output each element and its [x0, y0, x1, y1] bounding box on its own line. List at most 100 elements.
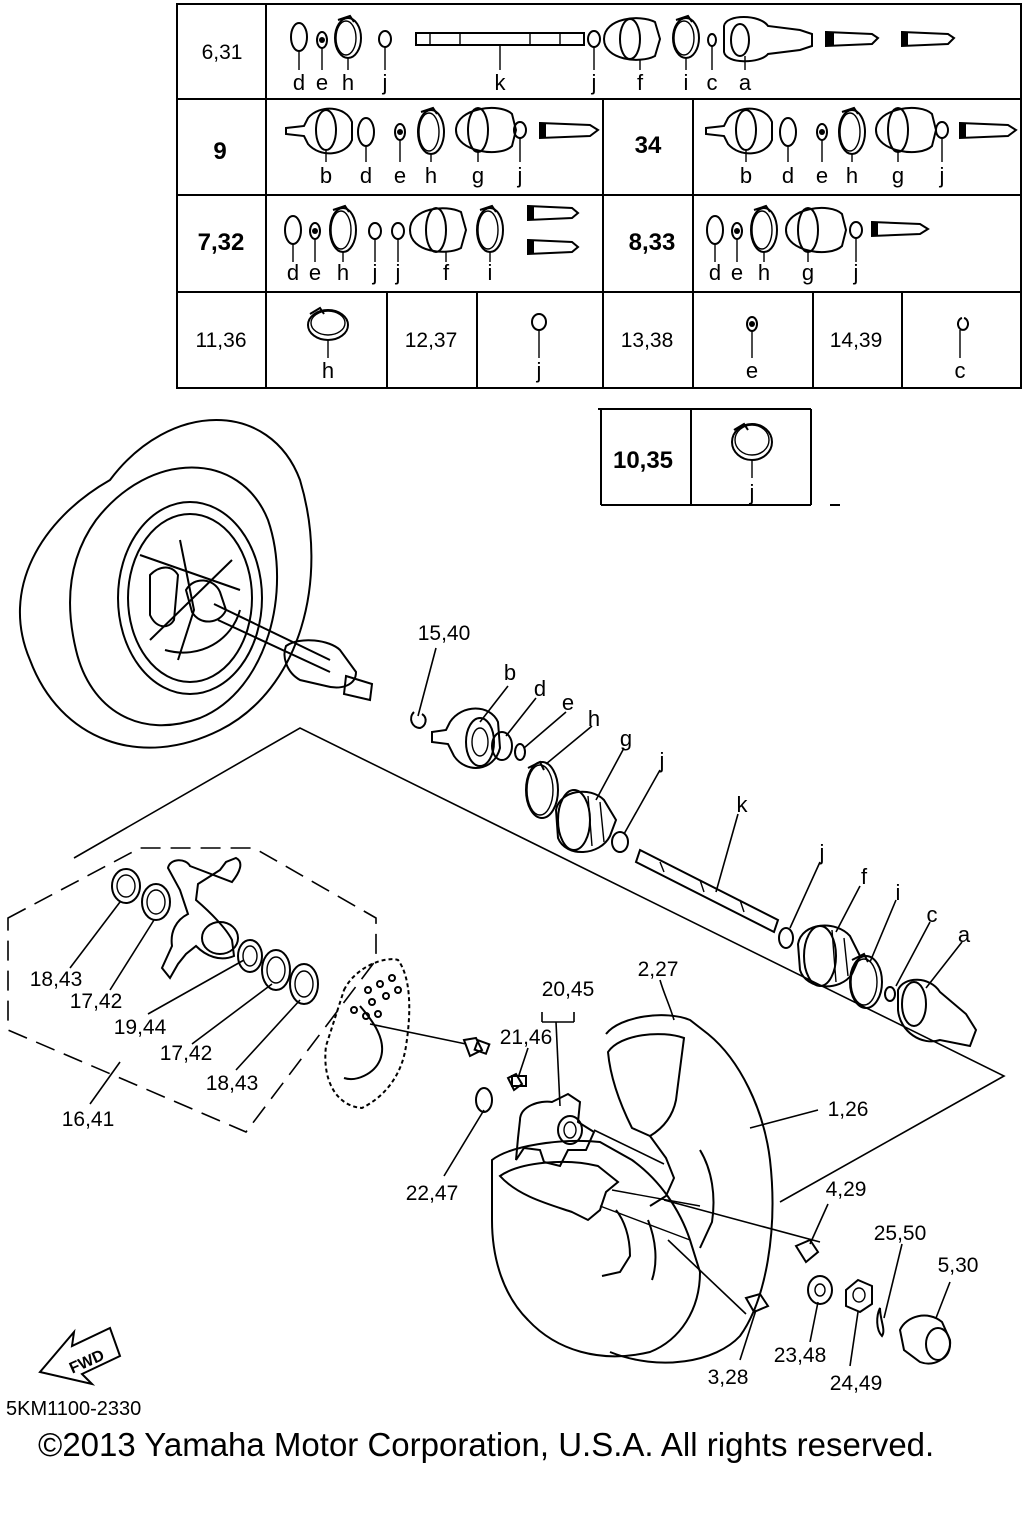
row2-left-part-icons: [285, 106, 600, 162]
kit-ref-row1: 6,31: [202, 41, 243, 64]
kit-letter: h: [425, 163, 437, 188]
callout-c: c: [927, 902, 938, 927]
callout-labels: 15,40 b d e h g j k j f i c a 18,43 17,4…: [30, 622, 979, 1395]
callout-25-50: 25,50: [874, 1222, 927, 1245]
kit-ref-row3-left: 7,32: [198, 229, 245, 256]
kit-letter: j: [382, 70, 388, 95]
kit-letter: d: [709, 260, 721, 285]
wheel-hardware: [744, 1238, 952, 1365]
kit-letter: e: [746, 358, 758, 383]
kit-ref-row2-left: 9: [213, 138, 226, 165]
callout-17-42: 17,42: [70, 990, 123, 1013]
callout-4-29: 4,29: [826, 1178, 867, 1201]
kit-ref: 11,36: [196, 329, 247, 352]
callout-e: e: [562, 690, 574, 715]
assembled-wheel-view: [19, 419, 374, 749]
kit-letter: j: [517, 163, 523, 188]
callout-1-26: 1,26: [828, 1098, 869, 1121]
callout-24-49: 24,49: [830, 1372, 883, 1395]
kit-letter: d: [287, 260, 299, 285]
callout-20-45: 20,45: [542, 978, 595, 1001]
kit-letter: b: [320, 163, 332, 188]
knuckle-group: [7, 847, 377, 1133]
callout-h: h: [588, 706, 600, 731]
kit-letter: j: [939, 163, 945, 188]
kit-letter: d: [360, 163, 372, 188]
kit-letter: j: [372, 260, 378, 285]
kit-letter: e: [309, 260, 321, 285]
callout-d: d: [534, 676, 546, 701]
callout-j: j: [659, 748, 665, 773]
parts-kit-table: [176, 3, 1022, 389]
wheel-rim: [491, 1014, 821, 1364]
callout-b: b: [504, 660, 516, 685]
diagram-code: 5KM1100-2330: [6, 1398, 142, 1420]
copyright-notice: ©2013 Yamaha Motor Corporation, U.S.A. A…: [38, 1426, 935, 1463]
row1-part-icons: [290, 14, 956, 70]
callout-i: i: [896, 880, 901, 905]
kit-letter: d: [782, 163, 794, 188]
kit-letter: e: [731, 260, 743, 285]
callout-19-44: 19,44: [114, 1016, 167, 1039]
kit-letter: k: [495, 70, 507, 95]
kit-letter: j: [591, 70, 597, 95]
kit-letter: c: [707, 70, 718, 95]
callout-5-30: 5,30: [938, 1254, 979, 1277]
callout-16-41: 16,41: [62, 1108, 115, 1131]
callout-j: j: [819, 840, 825, 865]
leader-lines: [69, 647, 963, 1367]
kit-letter: g: [472, 163, 484, 188]
wheel-hub: [475, 1072, 665, 1168]
kit-ref-row2-right: 34: [635, 132, 662, 159]
kit-letter: a: [739, 70, 752, 95]
callout-k: k: [737, 792, 749, 817]
kit-ref: 13,38: [621, 329, 674, 352]
table-text: 6,31 d e h j k j f i c a 9 b d e h g j 3…: [196, 41, 966, 505]
kit-ref: 12,37: [405, 329, 458, 352]
kit-letter: d: [293, 70, 305, 95]
kit-letter: i: [488, 260, 493, 285]
callout-18-43: 18,43: [206, 1072, 259, 1095]
fwd-arrow-icon: FWD: [38, 1326, 122, 1386]
kit-letter: j: [536, 358, 542, 383]
kit-letter: c: [955, 358, 966, 383]
kit-letter: j: [395, 260, 401, 285]
kit-letter: h: [758, 260, 770, 285]
callout-22-47: 22,47: [406, 1182, 459, 1205]
kit-letter: j: [749, 480, 755, 505]
kit-letter: e: [816, 163, 828, 188]
kit-letter: f: [637, 70, 644, 95]
callout-g: g: [620, 726, 632, 751]
kit-letter: e: [394, 163, 406, 188]
callout-15-40: 15,40: [418, 622, 471, 645]
row3-left-part-icons: [284, 204, 580, 262]
callout-23-48: 23,48: [774, 1344, 827, 1367]
kit-letter: h: [846, 163, 858, 188]
row2-right-part-icons: [705, 106, 1018, 162]
callout-21-46: 21,46: [500, 1026, 553, 1049]
callout-2-27: 2,27: [638, 958, 679, 981]
kit-ref: 14,39: [830, 329, 883, 352]
kit-letter: h: [342, 70, 354, 95]
kit-letter: f: [443, 260, 450, 285]
callout-17-42: 17,42: [160, 1042, 213, 1065]
callout-a: a: [958, 922, 971, 947]
exploded-drive-shaft: [73, 707, 1006, 1203]
kit-letter: i: [684, 70, 689, 95]
kit-letter: g: [892, 163, 904, 188]
kit-letter: e: [316, 70, 328, 95]
kit-letter: g: [802, 260, 814, 285]
kit-ref-row3-right: 8,33: [629, 229, 676, 256]
kit-ref-extra: 10,35: [613, 447, 673, 474]
callout-f: f: [861, 864, 868, 889]
callout-3-28: 3,28: [708, 1366, 749, 1389]
brake-disc: [324, 958, 491, 1110]
kit-letter: h: [337, 260, 349, 285]
kit-letter: b: [740, 163, 752, 188]
kit-letter: j: [853, 260, 859, 285]
callout-18-43: 18,43: [30, 968, 83, 991]
kit-letter: h: [322, 358, 334, 383]
row3-right-part-icons: [706, 204, 930, 262]
row4-part-icons: [307, 306, 969, 358]
